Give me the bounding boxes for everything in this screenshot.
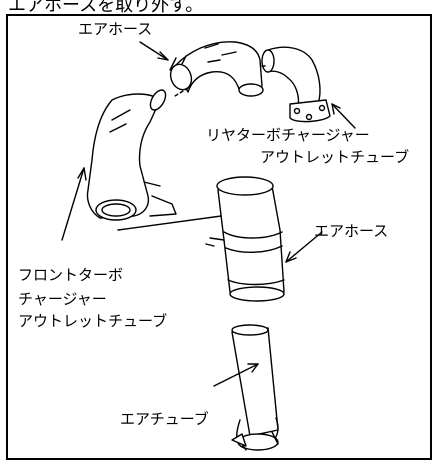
page-header: エアホースを取り外す。 [8,0,204,16]
label-air-hose-mid: エアホース [314,222,389,240]
label-front-turbo-outlet-1: フロントターボ [18,266,124,284]
label-front-turbo-outlet-3: アウトレットチューブ [18,312,168,330]
upper-air-hose [169,41,264,97]
label-rear-turbo-outlet-1: リヤターボチャージャー [206,126,370,144]
label-front-turbo-outlet-2: チャージャー [18,290,107,308]
front-turbo-outlet-tube [86,89,237,231]
diagram-frame [6,14,432,460]
rear-turbo-outlet-tube [261,46,331,123]
air-tube [231,324,279,451]
leader-arrows [61,41,356,387]
label-air-tube: エアチューブ [120,410,209,428]
label-air-hose-top: エアホース [78,20,153,38]
middle-air-hose [205,176,285,302]
label-rear-turbo-outlet-2: アウトレットチューブ [260,148,410,166]
